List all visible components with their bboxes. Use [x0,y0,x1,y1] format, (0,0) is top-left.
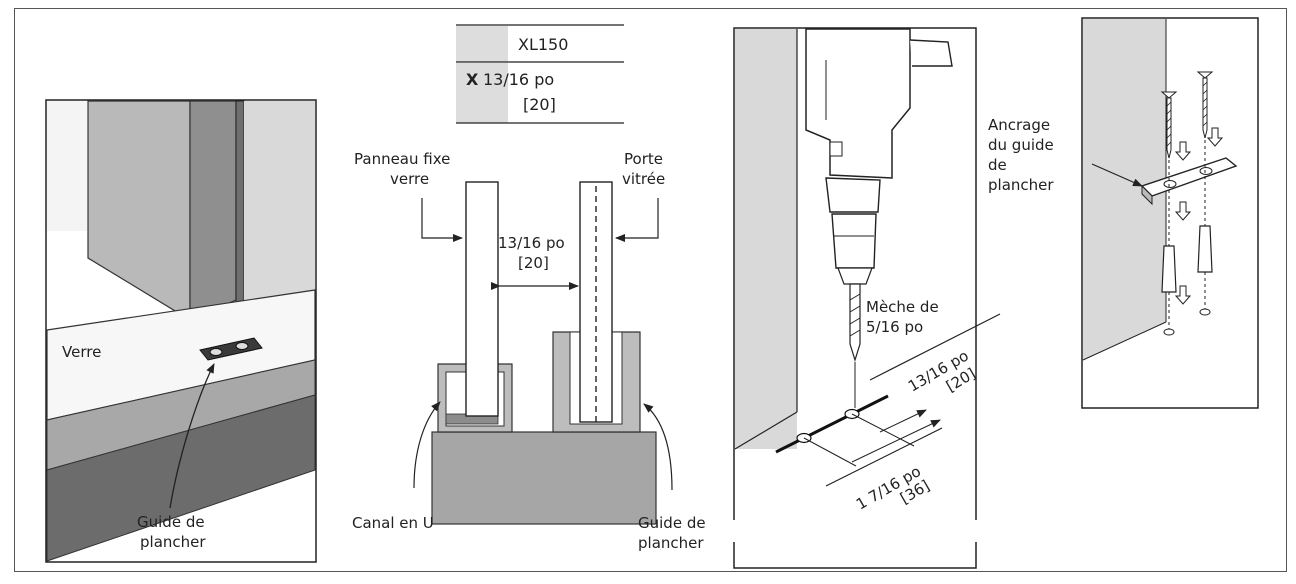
dim2-arrow [851,419,941,463]
table-gap-imperial: 13/16 po [483,70,554,89]
drill-collar [825,177,881,213]
panel-drilling [733,27,1001,569]
anchor-label-line2: du guide [988,136,1054,154]
fixed-glass-panel [465,181,499,417]
wall-plug-2 [1197,225,1213,273]
spec-table: XL150 X 13/16 po [20] [456,24,624,124]
drill-bit-flutes [849,293,861,337]
figure-frame [14,8,1287,572]
chuck-tip [837,267,873,285]
dim1-arrow [879,409,927,433]
wall-area [47,101,87,231]
floor-block [431,431,657,525]
table-corner-cell [456,26,508,62]
anchor-pointer [1091,163,1143,187]
drill-chuck [831,213,877,269]
panel4-wall [1083,19,1166,360]
bit-label-line1: Mèche de [866,298,939,316]
dim1-ext-a [851,413,915,447]
floor-guide-label2-line2: plancher [638,534,704,552]
bit-label-line2: 5/16 po [866,318,923,336]
drill-bit [849,283,861,363]
down-arrow-4 [1174,285,1192,305]
down-arrow-1 [1174,141,1192,161]
u-channel-label: Canal en U [352,514,434,532]
fixed-panel-pointer [421,198,463,242]
dim2-line [825,427,943,487]
drill-handle [909,39,953,67]
door-pointer [615,198,659,242]
gap-label-line1: 13/16 po [498,234,565,252]
hole-line [775,394,889,454]
door-label-line2: vitrée [622,170,665,188]
table-marker-cell [456,63,508,123]
floor-guide-pointer [169,363,215,509]
table-row-marker: X [466,70,479,89]
panel-cross-section [413,181,673,525]
floor-hole-2 [1199,308,1211,316]
background-right [244,101,315,321]
screw-2 [1196,71,1214,139]
floor-guide-label2-line1: Guide de [638,514,706,532]
panel3-frame-top [733,27,977,520]
table-model-header: XL150 [518,35,568,54]
panel-anchor [1081,17,1259,409]
plate-hole-1 [1163,180,1177,188]
fixed-panel-label-line1: Panneau fixe [354,150,450,168]
door-label-line1: Porte [624,150,663,168]
anchor-label-line4: plancher [988,176,1054,194]
panel3-frame-bottom [733,542,977,569]
u-channel-pointer [413,401,441,489]
floor-guide-hole-1 [209,348,223,356]
dim1-line [869,313,1001,381]
glass-panel-side [189,100,237,321]
wall-floor-edge [734,411,798,450]
gap-label-line2: [20] [518,254,549,272]
floor-guide-label-line2: plancher [140,533,206,551]
drill-body [805,28,911,179]
anchor-label-line1: Ancrage [988,116,1050,134]
wall-plug-1 [1161,245,1177,293]
plate-hole-2 [1199,167,1213,175]
wall [735,29,797,449]
panel-glass-perspective: Verre [45,99,317,563]
anchor-plate-edge [1141,184,1153,206]
floor-guide-pointer-2 [643,403,673,491]
dim2-ext [803,437,857,467]
floor-guide-label-line1: Guide de [137,513,205,531]
screw-1 [1160,91,1178,159]
table-gap-metric: [20] [523,95,556,114]
floor-dark [46,394,316,562]
drill-switch [829,141,843,157]
anchor-label-line3: de [988,156,1007,174]
floor-hole-1 [1163,328,1175,336]
floor-guide-hole-2 [235,342,249,350]
fixed-panel-label-line2: verre [390,170,429,188]
down-arrow-3 [1174,201,1192,221]
glass-label: Verre [62,343,101,361]
panel4-floor-edge [1082,321,1167,361]
down-arrow-2 [1206,127,1224,147]
